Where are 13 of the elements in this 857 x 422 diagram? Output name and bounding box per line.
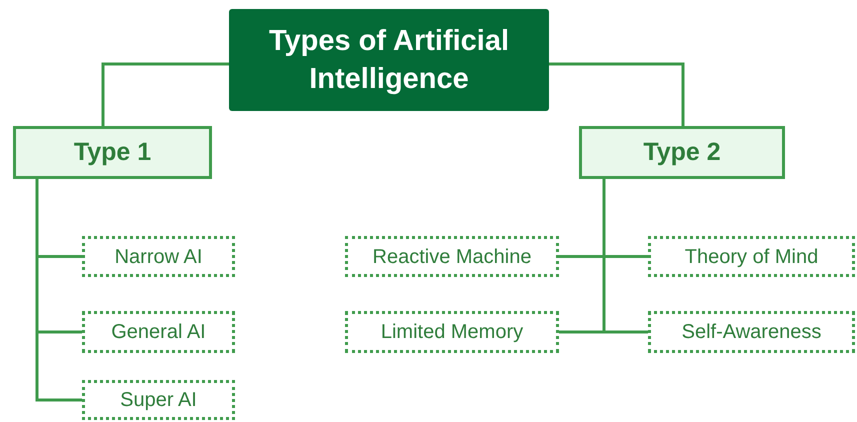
- subtype-box: Super AI: [82, 380, 235, 420]
- title-box: Types of Artificial Intelligence: [229, 9, 549, 111]
- subtype-box: Self-Awareness: [648, 311, 855, 353]
- subtype-box: Limited Memory: [345, 311, 559, 353]
- connector-line: [36, 179, 82, 402]
- connector-line: [549, 62, 684, 126]
- subtype-box: Reactive Machine: [345, 236, 559, 277]
- connector-line: [102, 62, 229, 126]
- category-box: Type 2: [579, 126, 785, 179]
- subtype-box: General AI: [82, 311, 235, 353]
- category-box: Type 1: [13, 126, 212, 179]
- subtype-box: Theory of Mind: [648, 236, 855, 277]
- subtype-box: Narrow AI: [82, 236, 235, 277]
